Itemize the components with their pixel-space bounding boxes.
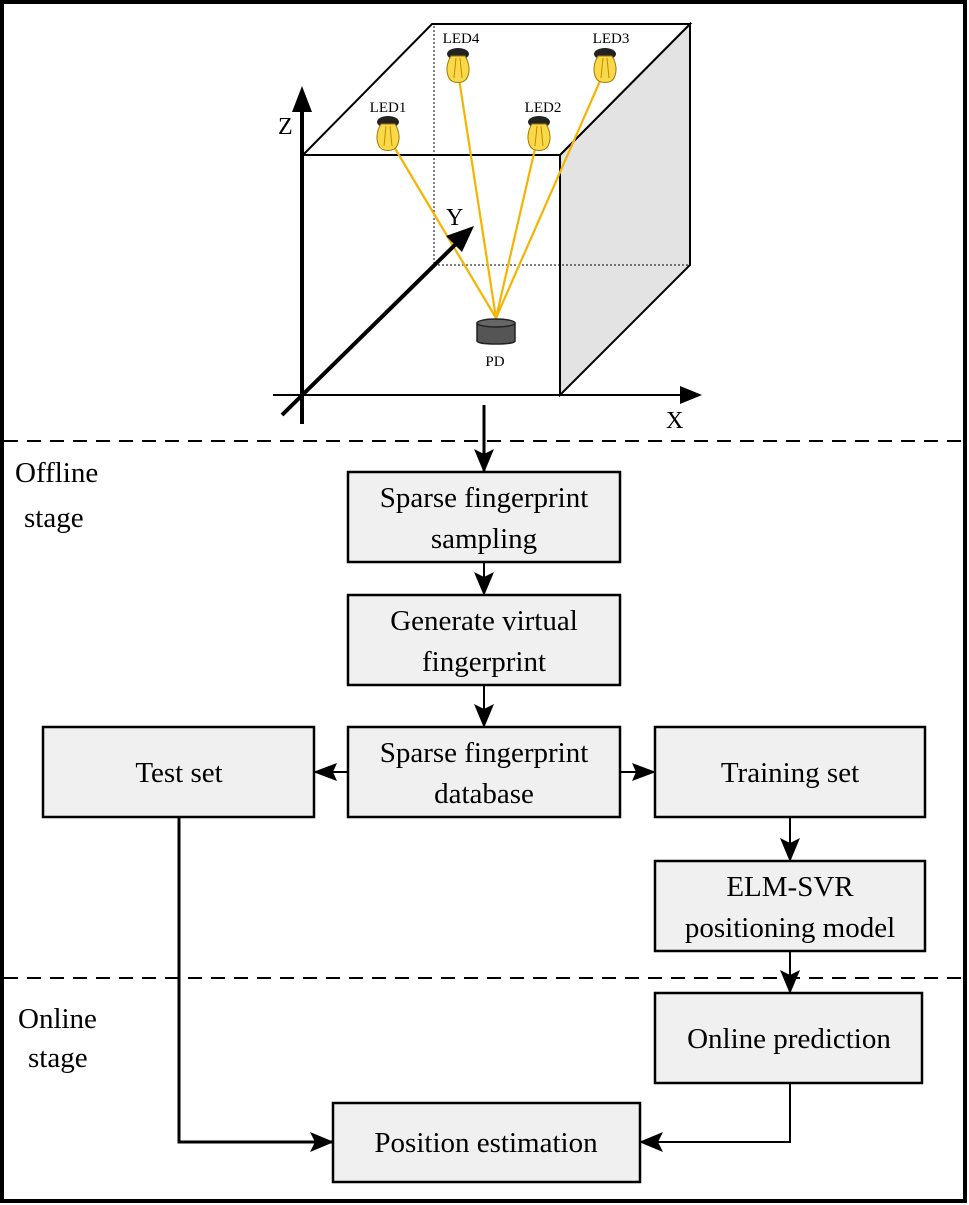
led4-bulb-icon bbox=[446, 48, 470, 83]
ray-led4 bbox=[456, 71, 498, 319]
led2-bulb-icon bbox=[527, 116, 551, 151]
ray-led2 bbox=[494, 139, 539, 319]
ray-led1 bbox=[389, 139, 497, 319]
box-position-estimation: Position estimation bbox=[331, 1101, 642, 1184]
arrow-test-to-estimation bbox=[177, 818, 334, 1152]
y-axis bbox=[280, 236, 464, 417]
svg-text:Training set: Training set bbox=[721, 757, 859, 789]
light-rays bbox=[389, 71, 606, 319]
led3-label: LED3 bbox=[593, 31, 630, 47]
z-axis-label: Z bbox=[278, 114, 293, 140]
pd-receiver-icon bbox=[476, 318, 516, 345]
arrow-prediction-to-estimation bbox=[639, 1084, 791, 1152]
led4-label: LED4 bbox=[443, 31, 480, 47]
box-online-prediction: Online prediction bbox=[653, 991, 924, 1085]
connectors bbox=[177, 405, 800, 1152]
ray-led3 bbox=[494, 71, 606, 319]
z-axis-arrowhead bbox=[292, 86, 312, 112]
svg-text:Position estimation: Position estimation bbox=[374, 1127, 598, 1159]
led2-label: LED2 bbox=[525, 100, 562, 116]
offline-stage-label: Offline stage bbox=[15, 457, 105, 534]
x-axis-arrowhead bbox=[680, 386, 702, 404]
svg-text:Test set: Test set bbox=[135, 757, 222, 789]
led3-bulb-icon bbox=[593, 48, 617, 83]
pd-label: PD bbox=[485, 354, 504, 370]
room-scene: Z Y X LED1 LED4 LED2 LED3 bbox=[273, 21, 702, 434]
led1-bulb-icon bbox=[376, 116, 400, 151]
box-test-set: Test set bbox=[41, 725, 316, 819]
led1-label: LED1 bbox=[370, 100, 407, 116]
x-axis-label: X bbox=[666, 408, 683, 434]
y-axis-arrowhead bbox=[446, 226, 474, 252]
svg-text:Online prediction: Online prediction bbox=[687, 1023, 891, 1055]
y-axis-label: Y bbox=[446, 205, 463, 231]
box-training-set: Training set bbox=[653, 725, 927, 819]
online-stage-label: Online stage bbox=[18, 1003, 104, 1074]
